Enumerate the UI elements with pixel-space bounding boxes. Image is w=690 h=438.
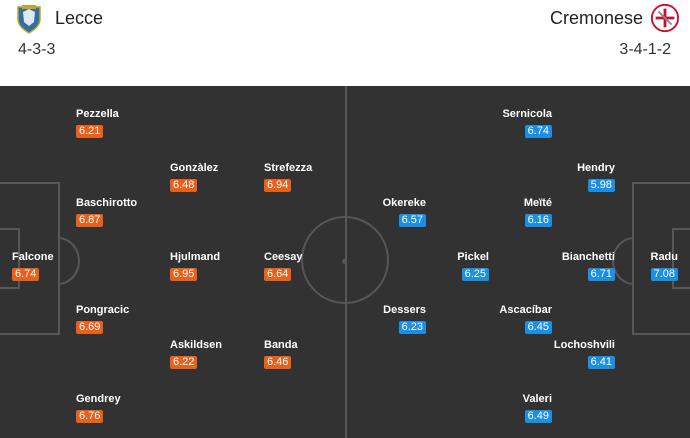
player-rating-badge: 6.95 bbox=[170, 268, 198, 281]
away-team-name: Cremonese bbox=[549, 8, 643, 28]
player-name: Lochoshvili bbox=[553, 339, 615, 351]
center-spot bbox=[342, 259, 347, 264]
home-team-name: Lecce bbox=[55, 8, 104, 28]
player-name: Falcone bbox=[12, 251, 54, 263]
player-name: Askildsen bbox=[170, 339, 222, 351]
left-penalty-box-top bbox=[0, 182, 60, 184]
player-name: Gonzàlez bbox=[170, 162, 219, 174]
player-rating-badge: 6.48 bbox=[170, 179, 198, 192]
player-rating-badge: 7.08 bbox=[650, 268, 678, 281]
right-penalty-box-bottom bbox=[632, 333, 690, 335]
player-name: Pickel bbox=[457, 251, 489, 263]
player-name: Baschirotto bbox=[76, 197, 138, 209]
right-penalty-box-side bbox=[632, 182, 634, 335]
lecce-crest-icon bbox=[17, 5, 41, 34]
left-goal-area-top bbox=[0, 228, 20, 230]
cremonese-crest-icon bbox=[650, 3, 680, 33]
player-name: Radu bbox=[650, 251, 679, 263]
player-rating-badge: 6.25 bbox=[461, 268, 489, 281]
player-name: Okereke bbox=[382, 197, 426, 209]
player-name: Dessers bbox=[383, 304, 426, 316]
player-name: Sernicola bbox=[502, 108, 552, 120]
player-rating-badge: 6.57 bbox=[398, 214, 426, 227]
player-rating-badge: 6.94 bbox=[264, 179, 292, 192]
player-name: Pezzella bbox=[76, 108, 119, 120]
player-name: Banda bbox=[264, 339, 298, 351]
right-penalty-box-top bbox=[632, 182, 690, 184]
player-rating-badge: 6.46 bbox=[264, 356, 292, 369]
player-name: Strefezza bbox=[264, 162, 313, 174]
away-formation: 3-4-1-2 bbox=[619, 41, 671, 58]
right-goal-area-side bbox=[672, 228, 674, 289]
center-circle bbox=[301, 216, 389, 304]
right-penalty-arc bbox=[612, 237, 632, 285]
match-header: Lecce 4-3-3 Cremonese 3-4-1-2 bbox=[0, 0, 690, 86]
left-goal-area-bottom bbox=[0, 287, 20, 289]
player-name: Pongracic bbox=[76, 304, 130, 316]
player-rating-badge: 6.16 bbox=[524, 214, 552, 227]
player-rating-badge: 6.41 bbox=[587, 356, 615, 369]
player-rating-badge: 6.74 bbox=[12, 268, 40, 281]
left-goal-area-side bbox=[18, 228, 20, 289]
player-rating-badge: 6.49 bbox=[524, 410, 552, 423]
player-rating-badge: 6.76 bbox=[76, 410, 104, 423]
player-name: Ceesay bbox=[264, 251, 303, 263]
home-formation: 4-3-3 bbox=[18, 41, 56, 58]
player-rating-badge: 5.98 bbox=[587, 179, 615, 192]
pitch: Pezzella 6.21 Gonzàlez 6.48 Strefezza 6.… bbox=[0, 86, 690, 438]
player-rating-badge: 6.21 bbox=[76, 125, 104, 138]
player-rating-badge: 6.45 bbox=[524, 321, 552, 334]
player-rating-badge: 6.22 bbox=[170, 356, 198, 369]
player-rating-badge: 6.87 bbox=[76, 214, 104, 227]
player-name: Bianchetti bbox=[561, 251, 615, 263]
player-name: Meïté bbox=[523, 197, 552, 209]
player-rating-badge: 6.74 bbox=[524, 125, 552, 138]
player-rating-badge: 6.23 bbox=[398, 321, 426, 334]
right-goal-area-top bbox=[672, 228, 690, 230]
player-name: Hjulmand bbox=[170, 251, 221, 263]
player-name: Hendry bbox=[577, 162, 615, 174]
right-goal-area-bottom bbox=[672, 287, 690, 289]
player-rating-badge: 6.64 bbox=[264, 268, 292, 281]
player-rating-badge: 6.71 bbox=[587, 268, 615, 281]
player-name: Gendrey bbox=[76, 393, 121, 405]
left-penalty-box-bottom bbox=[0, 333, 60, 335]
player-name: Ascacíbar bbox=[499, 304, 552, 316]
left-penalty-box-side bbox=[58, 182, 60, 335]
player-name: Valeri bbox=[522, 393, 552, 405]
player-rating-badge: 6.69 bbox=[76, 321, 104, 334]
